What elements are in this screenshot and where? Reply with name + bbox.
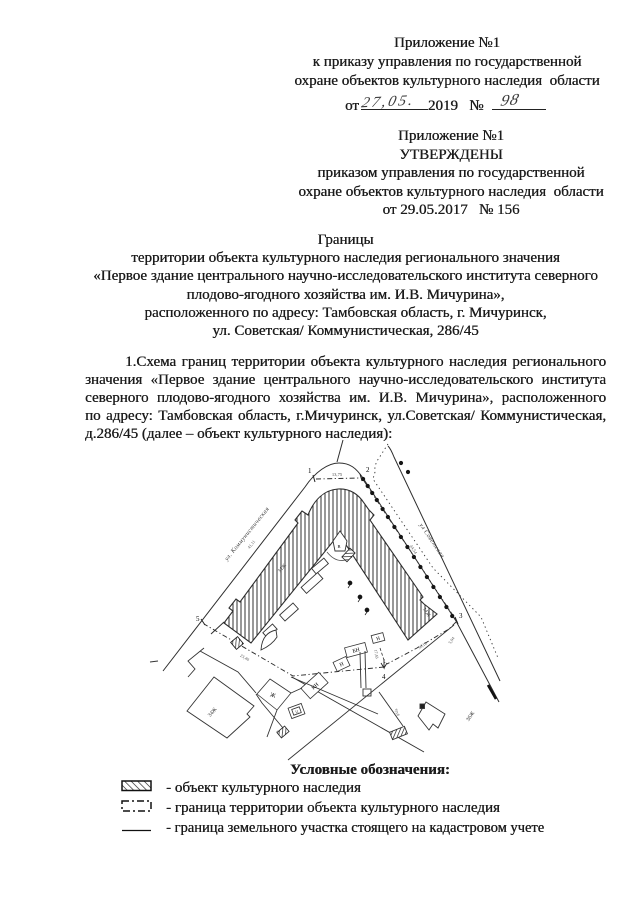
svg-text:ул Советская: ул Советская (417, 521, 446, 559)
svg-text:1: 1 (308, 467, 312, 475)
svg-text:13,75: 13,75 (332, 472, 343, 478)
svg-text:2: 2 (366, 466, 370, 474)
svg-text:36,10: 36,10 (417, 641, 428, 651)
svg-text:Ц: Ц (294, 709, 299, 715)
svg-text:БН: БН (352, 647, 360, 655)
svg-text:5: 5 (196, 615, 200, 623)
svg-text:м: м (275, 728, 281, 734)
svg-text:34Ж: 34Ж (207, 707, 218, 719)
svg-text:МЖ: МЖ (277, 563, 288, 574)
svg-text:17,43: 17,43 (372, 649, 379, 659)
svg-text:ул. Коммунистическая: ул. Коммунистическая (223, 506, 271, 563)
svg-text:труб: труб (394, 708, 401, 717)
svg-text:Н: Н (376, 636, 381, 642)
svg-text:23,40: 23,40 (239, 653, 250, 663)
svg-text:Н: Н (339, 661, 345, 668)
svg-text:44,54: 44,54 (408, 544, 419, 556)
svg-text:41,11: 41,11 (246, 539, 257, 550)
svg-text:3: 3 (459, 612, 463, 620)
svg-text:МЖ: МЖ (421, 607, 431, 618)
svg-text:5,94: 5,94 (447, 635, 457, 645)
svg-text:Ж: Ж (269, 692, 277, 700)
svg-text:В: В (337, 544, 340, 549)
svg-text:КН: КН (311, 682, 321, 692)
svg-text:3бЖ: 3бЖ (465, 710, 477, 723)
svg-text:4: 4 (382, 673, 386, 681)
